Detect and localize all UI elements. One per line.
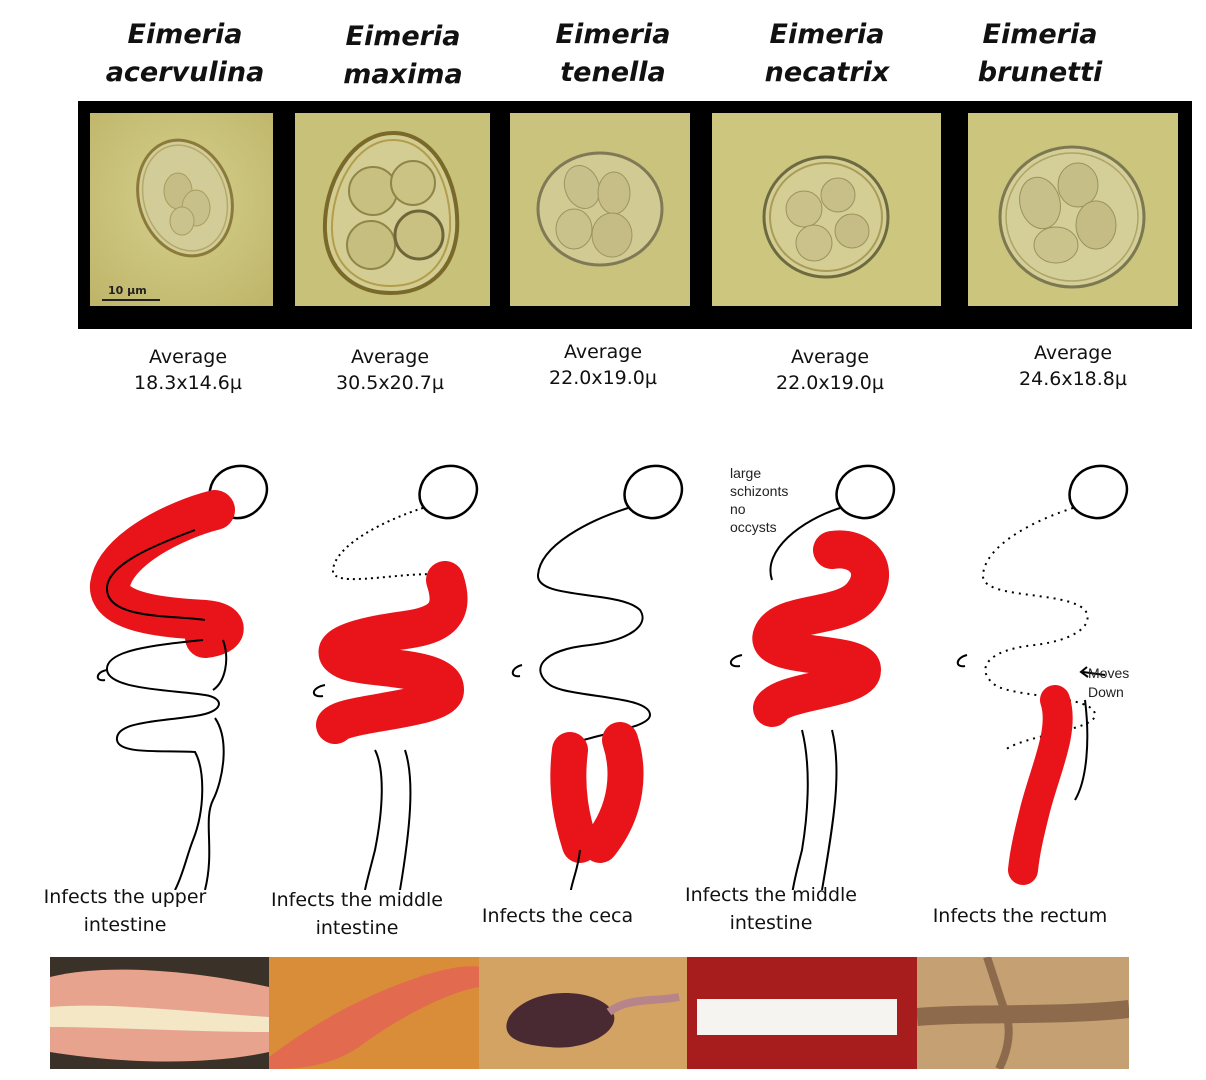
intestine-diagrams: large schizonts no occysts Moves Down: [90, 464, 1129, 890]
annotation-necatrix-1: large: [730, 465, 761, 481]
title-brunetti: Eimeria brunetti: [977, 19, 1103, 88]
diagram-tenella: [511, 464, 683, 890]
annotation-brunetti-1: Moves: [1088, 665, 1129, 681]
oocyst-brunetti-image: [968, 113, 1178, 306]
infects-brunetti: Infects the rectum: [932, 905, 1108, 927]
size-necatrix: Average 22.0x19.0µ: [776, 346, 884, 394]
title-acervulina: Eimeria acervulina: [105, 19, 265, 88]
infects-maxima: Infects the middle intestine: [271, 889, 443, 939]
oocyst-maxima-image: [295, 113, 490, 306]
size-tenella: Average 22.0x19.0µ: [549, 341, 657, 389]
micrograph-brunetti: [968, 113, 1178, 306]
lesion-photo-brunetti: [917, 957, 1129, 1069]
lesion-photo-maxima: [269, 957, 479, 1069]
size-acervulina: Average 18.3x14.6µ: [134, 346, 242, 394]
lesion-photo-tenella: [479, 957, 687, 1069]
infects-acervulina: Infects the upper intestine: [43, 886, 207, 936]
infects-tenella: Infects the ceca: [481, 905, 634, 927]
annotation-brunetti-2: Down: [1088, 684, 1124, 700]
lesion-photo-acervulina: [50, 957, 269, 1069]
scale-bar-label: 10 µm: [108, 284, 147, 297]
size-brunetti: Average 24.6x18.8µ: [1019, 342, 1127, 390]
title-maxima: Eimeria maxima: [343, 21, 463, 90]
size-maxima: Average 30.5x20.7µ: [336, 346, 444, 394]
oocyst-tenella-image: [510, 113, 690, 306]
annotation-necatrix-4: occysts: [730, 519, 777, 535]
micrograph-acervulina: 10 µm: [90, 113, 273, 306]
annotation-necatrix-3: no: [730, 501, 746, 517]
infects-necatrix: Infects the middle intestine: [685, 884, 857, 934]
diagram-brunetti: [956, 464, 1128, 885]
title-necatrix: Eimeria necatrix: [764, 19, 890, 88]
diagram-acervulina: [90, 464, 268, 890]
diagram-maxima: [312, 464, 478, 890]
oocyst-acervulina-image: 10 µm: [90, 113, 273, 306]
lesion-photo-necatrix: [687, 957, 917, 1069]
annotation-necatrix-2: schizonts: [730, 483, 788, 499]
diagram-necatrix: [729, 464, 895, 890]
title-tenella: Eimeria tenella: [555, 19, 671, 88]
micrograph-maxima: [295, 113, 490, 306]
micrograph-tenella: [510, 113, 690, 306]
oocyst-necatrix-image: [712, 113, 941, 306]
micrograph-necatrix: [712, 113, 941, 306]
